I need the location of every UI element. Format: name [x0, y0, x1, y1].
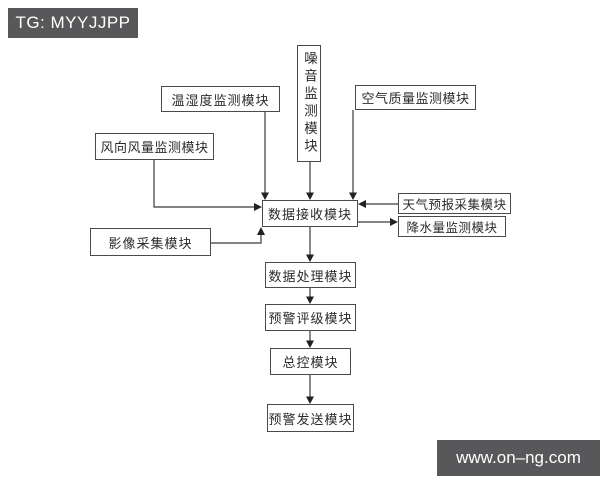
node-main-control: 总控模块 [270, 348, 351, 375]
edge-temp-humidity-to-data-receive [261, 112, 269, 200]
node-warning-rating: 预警评级模块 [265, 304, 356, 331]
edge-data-receive-to-data-process [306, 227, 314, 262]
edge-air-quality-to-data-receive [349, 110, 357, 200]
node-data-receive: 数据接收模块 [262, 200, 358, 227]
edge-main-control-to-warning-send [306, 375, 314, 404]
edge-warning-rating-to-main-control [306, 331, 314, 348]
edge-data-process-to-warning-rating [306, 288, 314, 304]
node-temp-humidity-monitoring: 温湿度监测模块 [161, 86, 280, 112]
node-warning-send: 预警发送模块 [267, 404, 354, 432]
edge-noise-to-data-receive [306, 162, 314, 200]
node-weather-forecast-collection: 天气预报采集模块 [398, 193, 511, 214]
node-image-capture: 影像采集模块 [90, 228, 211, 256]
edge-wind-to-data-receive [153, 160, 262, 211]
tg-watermark-label: TG: MYYJJPP [8, 8, 138, 38]
node-air-quality-monitoring: 空气质量监测模块 [355, 85, 476, 110]
site-watermark-label: www.on–ng.com [437, 440, 600, 476]
edge-weather-forecast-to-data-receive [358, 200, 398, 208]
node-noise-monitoring: 噪音监测模块 [297, 45, 321, 162]
node-wind-monitoring: 风向风量监测模块 [95, 133, 214, 160]
edge-data-receive-to-precipitation [358, 218, 398, 226]
node-precipitation-monitoring: 降水量监测模块 [398, 216, 506, 237]
node-data-processing: 数据处理模块 [265, 262, 356, 288]
edge-image-capture-to-data-receive [211, 227, 265, 244]
